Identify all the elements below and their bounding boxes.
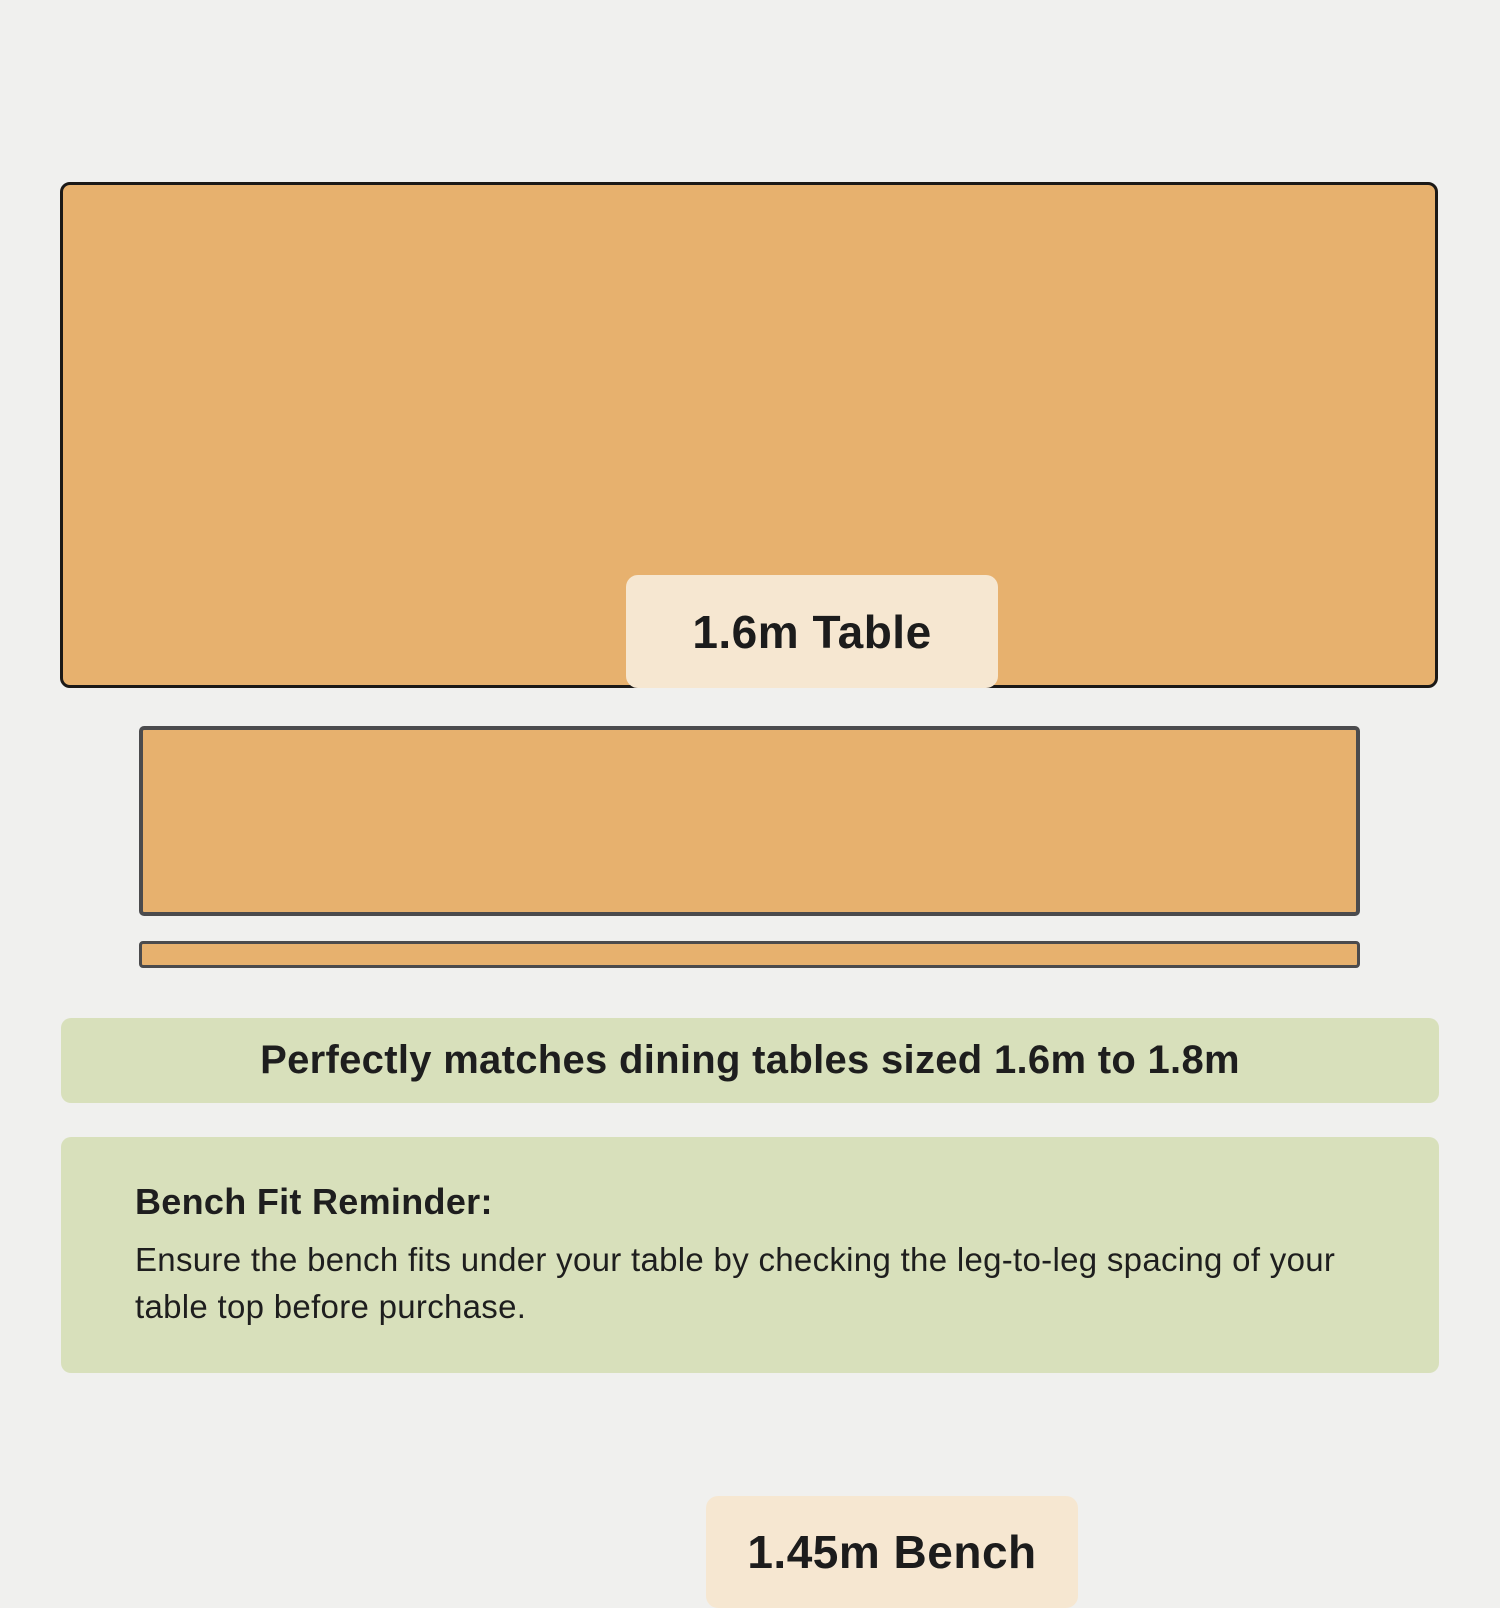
- reminder-body: Ensure the bench fits under your table b…: [135, 1241, 1336, 1325]
- table-size-label: 1.6m Table: [626, 575, 998, 688]
- bench-side-strip: [139, 941, 1360, 968]
- table-rect: 1.6m Table: [60, 182, 1438, 688]
- bench-size-label: 1.45m Bench: [706, 1496, 1078, 1608]
- reminder-panel: Bench Fit Reminder: Ensure the bench fit…: [61, 1137, 1439, 1373]
- reminder-title: Bench Fit Reminder:: [135, 1181, 493, 1222]
- bench-rect: 1.45m Bench: [139, 726, 1360, 1608]
- match-banner: Perfectly matches dining tables sized 1.…: [61, 1018, 1439, 1103]
- size-comparison-infographic: 1.6m Table 1.45m Bench Perfectly matches…: [60, 182, 1439, 1608]
